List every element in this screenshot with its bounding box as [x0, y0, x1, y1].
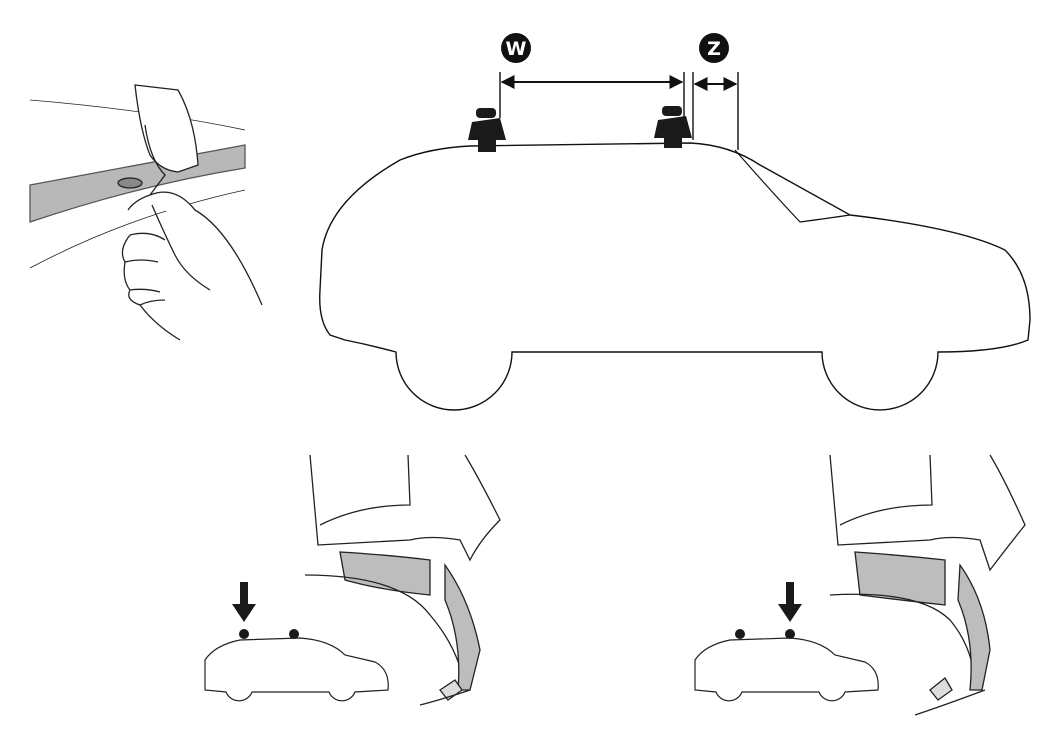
roof-rack-foot-front — [654, 106, 692, 148]
main-car: W Z — [319, 33, 1031, 411]
z-label: Z — [707, 38, 721, 60]
w-label: W — [506, 38, 527, 60]
dimension-z: Z — [692, 33, 739, 150]
small-car-rear-step — [204, 582, 389, 702]
small-car-front-step — [694, 582, 879, 702]
down-arrow-icon — [232, 582, 256, 622]
down-arrow-icon — [778, 582, 802, 622]
windshield — [734, 149, 851, 223]
front-foot-closeup — [829, 454, 1026, 716]
car-body-outline — [319, 142, 1031, 411]
roof-rack-foot-rear — [468, 108, 506, 152]
door-seal-detail — [29, 84, 263, 341]
rear-foot-closeup — [304, 454, 501, 706]
dimension-w: W — [499, 33, 685, 118]
